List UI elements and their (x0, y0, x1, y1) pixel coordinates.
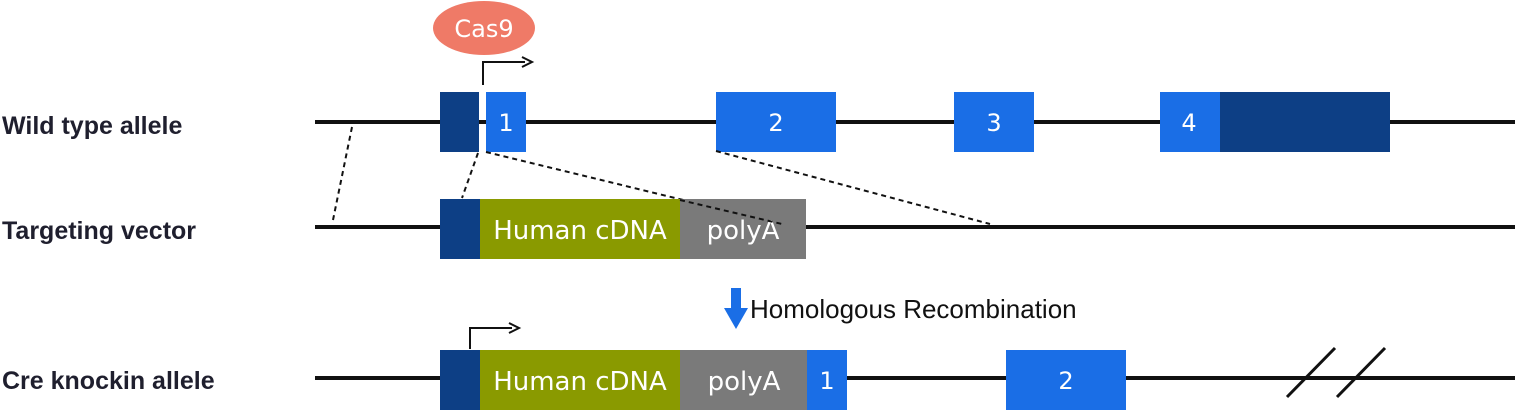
wild-type-exon-2 (716, 92, 836, 152)
cre-knockin-row-label: Cre knockin allele (2, 367, 215, 395)
wild-type-exon-2-label: 2 (768, 109, 783, 137)
knockin-polya-label: polyA (708, 367, 781, 397)
down-arrow-icon (724, 288, 748, 329)
knockin-tss-arrow (469, 327, 512, 349)
knockin-human-cdna-label: Human cDNA (493, 367, 667, 397)
left-homology-arm-line (332, 126, 353, 221)
knockin-exon-2 (1006, 350, 1126, 410)
knockin-polya-box (680, 350, 808, 410)
wild-type-utr-block (440, 92, 479, 152)
break-mark-right (1335, 346, 1387, 399)
break-mark-left (1285, 346, 1337, 399)
wild-type-tss-arrow (482, 61, 525, 85)
homologous-recombination-label: Homologous Recombination (750, 294, 1077, 324)
vector-polya-box (680, 199, 806, 259)
knockin-exon-2-label: 2 (1058, 367, 1073, 395)
right-homology-arm-line (715, 150, 991, 225)
wild-type-exon-1-label: 1 (498, 109, 513, 137)
knockin-tss-arrowhead-icon (508, 322, 522, 334)
vector-human-cdna-label: Human cDNA (493, 216, 667, 246)
knockin-exon-1 (807, 350, 847, 410)
wild-type-exon-1 (486, 92, 526, 152)
vector-utr-block (440, 199, 481, 259)
wild-type-exon-3 (954, 92, 1034, 152)
cas9-label: Cas9 (454, 15, 513, 43)
wild-type-exon-3-label: 3 (986, 109, 1001, 137)
knockin-human-cdna-box (480, 350, 681, 410)
wild-type-exon-4-label: 4 (1181, 109, 1196, 137)
targeting-vector-row-label: Targeting vector (2, 217, 196, 245)
wild-type-3utr-block (1220, 92, 1390, 152)
cut-site-line (461, 152, 479, 199)
cas9-ellipse (433, 1, 535, 55)
vector-polya-label: polyA (707, 216, 780, 246)
vector-human-cdna-box (480, 199, 681, 259)
wild-type-row-label: Wild type allele (2, 112, 182, 140)
knockin-utr-block (440, 350, 481, 410)
knockin-exon-1-label: 1 (819, 367, 834, 395)
wild-type-exon-4 (1160, 92, 1221, 152)
wild-type-tss-arrowhead-icon (521, 56, 535, 68)
